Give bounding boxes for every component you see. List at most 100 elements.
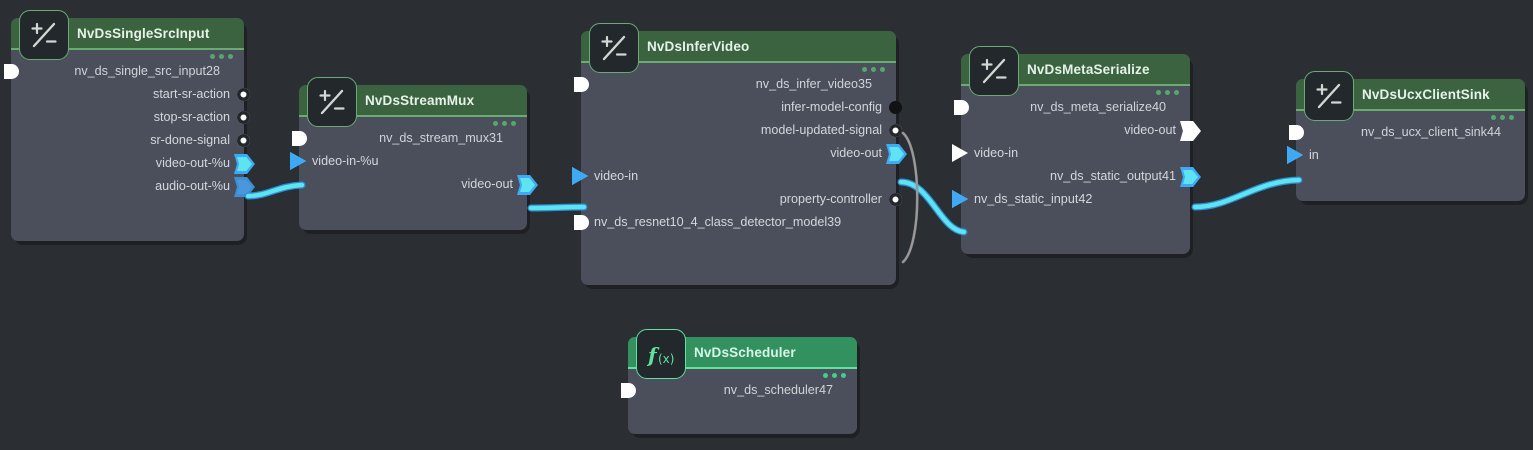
svg-text:(x): (x) <box>658 352 674 366</box>
node-title: NvDsSingleSrcInput <box>77 25 210 41</box>
port-row: video-in <box>572 165 896 188</box>
port-label: video-in <box>974 146 1019 160</box>
node-port-rows: nv_ds_meta_serialize40 video-out video-in n… <box>952 96 1201 211</box>
port-row: video-in-%u <box>290 150 527 173</box>
connection-wire[interactable] <box>528 204 587 211</box>
graph-node-single-src-input[interactable]: NvDsSingleSrcInput nv_ds_single_src_input… <box>4 10 255 245</box>
port-label: nv_ds_static_output41 <box>1049 169 1176 183</box>
port-label: nv_ds_single_src_input28 <box>74 64 220 78</box>
more-dots-icon[interactable] <box>210 54 233 59</box>
port-row: video-in <box>952 142 1190 165</box>
port-row: video-out <box>299 173 538 196</box>
port-signal-ring-icon[interactable] <box>237 111 250 124</box>
port-row: infer-model-config <box>581 96 902 119</box>
node-title: NvDsMetaSerialize <box>1027 61 1150 77</box>
port-output-pentagon-icon[interactable] <box>234 177 255 197</box>
more-dots-icon[interactable] <box>1491 115 1514 120</box>
port-label: nv_ds_stream_mux31 <box>379 131 503 145</box>
port-input-triangle-icon[interactable] <box>1287 146 1303 164</box>
port-half-circle-icon[interactable] <box>1289 125 1304 140</box>
graph-node-ucx-client-sink[interactable]: NvDsUcxClientSink nv_ds_ucx_client_sink44… <box>1287 71 1528 205</box>
port-half-circle-icon[interactable] <box>574 77 589 92</box>
node-title: NvDsUcxClientSink <box>1362 86 1490 102</box>
port-label: infer-model-config <box>781 100 882 114</box>
plus-minus-icon <box>307 77 357 127</box>
port-row: video-out <box>581 142 907 165</box>
port-row: video-out <box>961 119 1201 142</box>
port-label: audio-out-%u <box>155 179 230 193</box>
more-dots-icon[interactable] <box>493 121 516 126</box>
connection-wire-halo <box>244 181 306 200</box>
connection-wire-halo <box>527 203 588 212</box>
port-input-triangle-icon[interactable] <box>952 190 968 208</box>
port-input-triangle-icon[interactable] <box>572 167 588 185</box>
port-label: property-controller <box>779 192 882 206</box>
port-row: nv_ds_meta_serialize40 <box>954 96 1190 119</box>
port-label: video-out <box>830 146 882 160</box>
port-output-pentagon-icon[interactable] <box>886 144 907 164</box>
port-row: nv_ds_stream_mux31 <box>292 127 527 150</box>
port-label: video-in-%u <box>312 154 379 168</box>
port-output-pentagon-icon[interactable] <box>1180 167 1201 187</box>
port-label: video-out <box>461 177 513 191</box>
port-label: nv_ds_ucx_client_sink44 <box>1360 125 1501 139</box>
plus-minus-icon <box>589 23 639 73</box>
port-output-pentagon-icon[interactable] <box>1180 121 1201 141</box>
connection-wire-halo <box>1191 176 1303 211</box>
port-label: nv_ds_infer_video35 <box>755 77 872 91</box>
port-half-circle-icon[interactable] <box>4 64 19 79</box>
plus-minus-icon <box>1304 71 1354 121</box>
port-row: nv_ds_static_input42 <box>952 188 1190 211</box>
port-label: nv_ds_scheduler47 <box>723 383 833 397</box>
port-label: nv_ds_static_input42 <box>974 192 1093 206</box>
port-half-circle-icon[interactable] <box>954 100 969 115</box>
port-row: nv_ds_resnet10_4_class_detector_model39 <box>574 211 896 234</box>
svg-text:f: f <box>646 343 660 367</box>
port-label: in <box>1309 148 1319 162</box>
port-label: video-in <box>594 169 639 183</box>
port-half-circle-icon[interactable] <box>292 131 307 146</box>
function-fx-icon: f(x) <box>636 329 686 379</box>
port-row: video-out-%u <box>11 152 255 175</box>
port-label: nv_ds_resnet10_4_class_detector_model39 <box>594 215 842 229</box>
plus-minus-icon <box>969 46 1019 96</box>
node-port-rows: nv_ds_single_src_input28 start-sr-action s… <box>4 60 255 198</box>
port-row: in <box>1287 144 1525 167</box>
port-label: stop-sr-action <box>153 110 230 124</box>
port-row: start-sr-action <box>11 83 250 106</box>
more-dots-icon[interactable] <box>823 373 846 378</box>
port-signal-ring-icon[interactable] <box>889 124 902 137</box>
more-dots-icon[interactable] <box>862 67 885 72</box>
port-row: nv_ds_ucx_client_sink44 <box>1289 121 1525 144</box>
connection-wire[interactable] <box>245 182 305 199</box>
port-row: property-controller <box>581 188 902 211</box>
node-body <box>581 31 896 285</box>
node-header[interactable]: NvDsUcxClientSink <box>1296 79 1525 111</box>
connection-wire[interactable] <box>1192 177 1302 210</box>
port-label: sr-done-signal <box>150 133 230 147</box>
port-output-pentagon-icon[interactable] <box>234 154 255 174</box>
port-signal-ring-icon[interactable] <box>237 88 250 101</box>
port-input-triangle-icon[interactable] <box>290 152 306 170</box>
port-signal-ring-icon[interactable] <box>237 134 250 147</box>
port-input-triangle-icon[interactable] <box>952 144 968 162</box>
port-signal-ring-icon[interactable] <box>889 193 902 206</box>
node-port-rows: nv_ds_scheduler47 <box>621 379 857 402</box>
node-title: NvDsStreamMux <box>365 92 475 108</box>
port-label: video-out <box>1124 123 1176 137</box>
port-row: nv_ds_scheduler47 <box>621 379 857 402</box>
port-row: sr-done-signal <box>11 129 250 152</box>
port-output-pentagon-icon[interactable] <box>517 175 538 195</box>
port-row: nv_ds_single_src_input28 <box>4 60 244 83</box>
port-half-circle-icon[interactable] <box>621 383 636 398</box>
more-dots-icon[interactable] <box>1156 90 1179 95</box>
port-half-circle-icon[interactable] <box>574 215 589 230</box>
port-signal-dot-icon[interactable] <box>889 101 902 114</box>
